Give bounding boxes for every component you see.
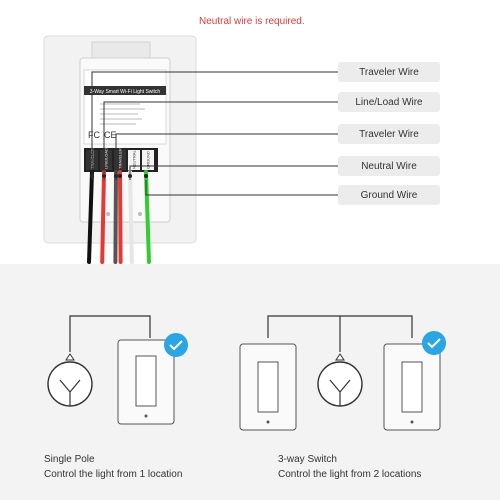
spec-label (83, 69, 167, 145)
check-badge-icon (164, 333, 188, 357)
terminal-cell (128, 150, 140, 170)
terminal-label: GROUND (146, 151, 151, 169)
terminal-cell (142, 150, 154, 170)
single-pole-wiring (69, 315, 151, 352)
wire-label: Neutral Wire (338, 156, 440, 176)
screw-hole (106, 212, 110, 216)
neutral-required-notice: Neutral wire is required. (199, 16, 305, 27)
screw-hole (138, 212, 142, 216)
leader-line (103, 101, 338, 180)
terminal-label: LINE/LOAD (104, 148, 109, 169)
fcc-mark: FC (88, 130, 100, 140)
three-way-wiring (267, 315, 413, 352)
wire-label: Ground Wire (338, 185, 440, 205)
option-title: 3-way Switch (278, 454, 337, 465)
leader-line (129, 165, 338, 180)
option-title: Single Pole (44, 454, 95, 465)
spec-label-title-bar (84, 86, 166, 95)
wire-label: Traveler Wire (338, 62, 440, 82)
ce-mark: CE (104, 130, 117, 140)
bulb-icon (317, 353, 363, 407)
wire (118, 170, 123, 264)
option-single-pole: Single Pole Control the light from 1 loc… (44, 452, 182, 482)
wire-label: Line/Load Wire (338, 92, 440, 112)
leader-line (145, 180, 338, 196)
wire (87, 170, 94, 264)
terminal-screw (118, 174, 122, 178)
check-badge-icon (422, 331, 446, 355)
wire (113, 170, 118, 264)
leader-line (91, 71, 338, 180)
terminal-cell (114, 150, 126, 170)
wire-label: Traveler Wire (338, 124, 440, 144)
wire (128, 170, 134, 264)
option-description: Control the light from 1 location (44, 469, 183, 480)
light-switch-icon (239, 343, 297, 431)
light-switch-icon (383, 343, 441, 431)
terminal-screw (144, 174, 148, 178)
option-three-way: 3-way Switch Control the light from 2 lo… (278, 452, 421, 482)
spec-label-title: 3-Way Smart Wi-Fi Light Switch (90, 89, 161, 95)
option-description: Control the light from 2 locations (278, 469, 422, 480)
light-switch-icon (117, 339, 175, 425)
spec-text-lines (100, 103, 145, 125)
wire (100, 170, 106, 264)
terminal-label: TRAVELER (118, 148, 123, 169)
leader-line (115, 133, 338, 180)
terminal-label: NEUTRAL (132, 150, 137, 169)
bulb-icon (47, 353, 93, 407)
terminal-cell (100, 150, 112, 170)
